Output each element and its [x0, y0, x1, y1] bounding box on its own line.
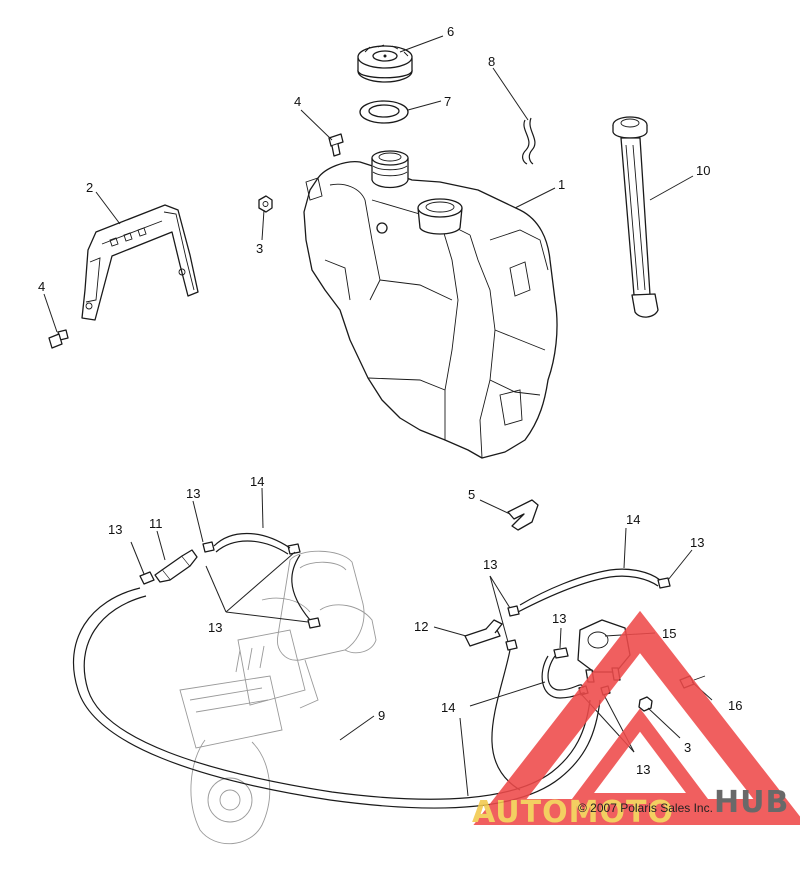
fuel-filter-part-11 [154, 549, 198, 583]
bolt-part-4-lower [48, 329, 69, 349]
callout-2: 2 [86, 180, 93, 195]
watermark-text-right: HUB [714, 785, 789, 820]
callout-13-carb: 13 [208, 620, 222, 635]
callout-7: 7 [444, 94, 451, 109]
callout-4-upper: 4 [294, 94, 301, 109]
callout-13-pump-outlet: 13 [636, 762, 650, 777]
callout-9: 9 [378, 708, 385, 723]
nut-part-3-lower [638, 696, 653, 712]
bolt-part-4-upper [328, 133, 344, 157]
vent-tube-part-8 [522, 117, 536, 165]
callout-13-vent-end: 13 [690, 535, 704, 550]
engine-context-ghost [179, 550, 377, 845]
callout-13-tee: 13 [483, 557, 497, 572]
leader-lines [43, 35, 713, 797]
fuel-tank-part-1 [303, 150, 558, 459]
copyright-text: © 2007 Polaris Sales Inc. [578, 801, 713, 815]
watermark-text-left: AUTOMOTO [472, 795, 674, 830]
callout-1: 1 [558, 177, 565, 192]
fuel-cap-part-6 [357, 44, 413, 83]
callout-14-lower: 14 [441, 700, 455, 715]
bracket-part-2 [81, 204, 199, 321]
callout-11: 11 [149, 516, 163, 531]
callout-3-upper: 3 [256, 241, 263, 256]
fuel-hoses-part-9-14 [73, 532, 661, 809]
callout-labels: 6 8 4 7 10 2 1 3 4 14 13 5 14 11 13 13 1… [38, 24, 742, 777]
callout-4-lower: 4 [38, 279, 45, 294]
callout-13-filter-left: 13 [108, 522, 122, 537]
callout-5: 5 [468, 487, 475, 502]
callout-13-filter-right: 13 [186, 486, 200, 501]
callout-6: 6 [447, 24, 454, 39]
automotohub-watermark: AUTOMOTO HUB [472, 610, 800, 830]
callout-15: 15 [662, 626, 676, 641]
callout-10: 10 [696, 163, 710, 178]
tee-fitting-part-12 [464, 619, 503, 647]
callout-3-lower: 3 [684, 740, 691, 755]
callout-13-pump-inlet: 13 [552, 611, 566, 626]
callout-12: 12 [414, 619, 428, 634]
gasket-part-7 [359, 100, 409, 124]
callout-14-upper-left: 14 [250, 474, 264, 489]
callout-14-right: 14 [626, 512, 640, 527]
callout-16: 16 [728, 698, 742, 713]
callout-8: 8 [488, 54, 495, 69]
bracket-part-5 [507, 499, 539, 531]
nut-part-3-upper [258, 195, 273, 213]
fuel-sender-part-10 [612, 116, 659, 318]
